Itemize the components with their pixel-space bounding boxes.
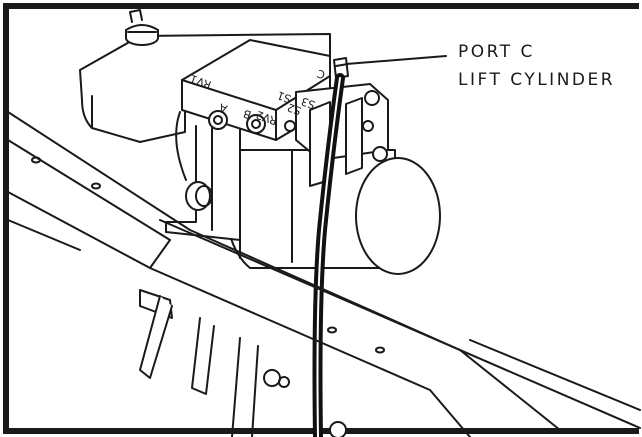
solenoid-valves bbox=[295, 83, 389, 187]
marking-s3: S3 bbox=[299, 94, 317, 111]
callout-leader-line bbox=[345, 55, 447, 65]
callout-lift-cylinder: LIFT CYLINDER bbox=[458, 70, 616, 90]
bracket-bolt bbox=[185, 181, 213, 211]
lower-frame-rail bbox=[7, 219, 641, 429]
callout-port-c: PORT C bbox=[458, 42, 535, 62]
marking-s2: S2 bbox=[285, 100, 303, 117]
filler-cap bbox=[125, 9, 159, 46]
rail-holes bbox=[31, 156, 385, 354]
marking-c: C bbox=[315, 66, 327, 81]
marking-a: A bbox=[217, 100, 229, 115]
marking-s1: S1 bbox=[275, 88, 293, 105]
marking-b: B bbox=[241, 107, 253, 122]
valve-manifold bbox=[181, 39, 331, 141]
lower-linkage bbox=[139, 289, 347, 437]
